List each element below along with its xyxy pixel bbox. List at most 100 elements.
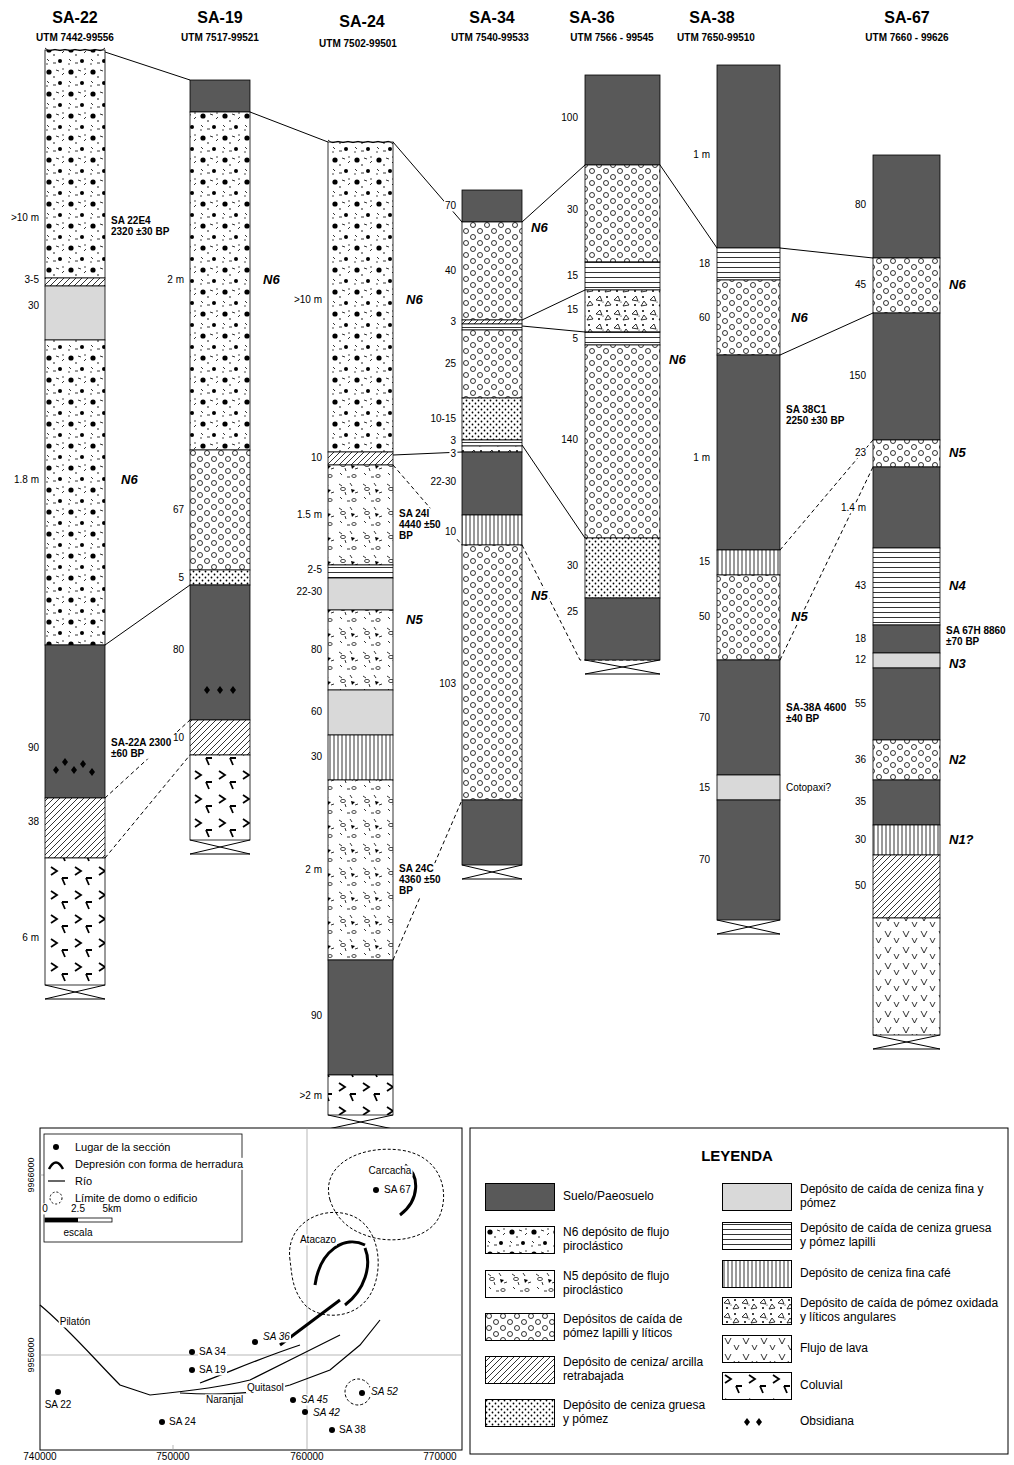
thickness-label: 1.5 m [296, 509, 323, 520]
legend-text: Depósito de caída de ceniza gruesa y póm… [800, 1222, 1000, 1250]
obsidian-mark [217, 686, 223, 694]
thickness-label: 40 [444, 265, 457, 276]
utm-coordinate: UTM 7540-99533 [450, 32, 530, 43]
legend-text: Depósito de ceniza/ arcilla retrabajada [563, 1356, 711, 1384]
section-base [45, 985, 105, 999]
obsidian-mark [53, 766, 59, 774]
thickness-label: 50 [854, 880, 867, 891]
pattern-fill [723, 1373, 792, 1400]
legend-swatch [722, 1335, 792, 1363]
obsidian-sample [722, 1408, 792, 1436]
layer [717, 800, 780, 920]
pattern-sample [722, 1260, 792, 1288]
thickness-label: 10-15 [429, 413, 457, 424]
open-top [328, 140, 393, 144]
layer [873, 740, 940, 780]
map-legend-text: Lugar de la sección [74, 1141, 171, 1153]
obsidian-mark [62, 758, 68, 766]
layer [462, 515, 522, 545]
utm-coordinate: UTM 7442-99556 [35, 32, 115, 43]
sample-age: SA 24I 4440 ±50 BP [398, 508, 448, 542]
unit-label: N5 [530, 589, 549, 604]
thickness-label: 90 [27, 742, 40, 753]
thickness-label: 2 m [166, 274, 185, 285]
layer [328, 565, 393, 578]
map-label: Pilatón [59, 1316, 92, 1327]
legend-text: N5 depósito de flujo piroclástico [563, 1270, 711, 1298]
layer [190, 720, 250, 755]
thickness-label: 25 [444, 358, 457, 369]
pattern-sample [722, 1335, 792, 1363]
layer [462, 190, 522, 222]
layer [585, 165, 660, 262]
layer [717, 280, 780, 355]
layer [585, 262, 660, 290]
thickness-label: 1.8 m [13, 474, 40, 485]
thickness-label: >10 m [10, 212, 40, 223]
unit-label: N5 [405, 613, 424, 628]
legend-text: Flujo de lava [800, 1342, 1000, 1356]
correlation-lines [105, 52, 873, 960]
obsidian-mark [230, 686, 236, 694]
thickness-label: 38 [27, 816, 40, 827]
thickness-label: 30 [27, 300, 40, 311]
thickness-label: 30 [310, 751, 323, 762]
legend-swatch [485, 1183, 555, 1211]
legend-swatch [485, 1356, 555, 1384]
map-label: 2.5 [70, 1203, 86, 1214]
thickness-label: 5 [571, 333, 579, 344]
utm-coordinate: UTM 7517-99521 [180, 32, 260, 43]
thickness-label: >2 m [298, 1090, 323, 1101]
legend-swatch [485, 1313, 555, 1341]
unit-label: N5 [790, 610, 809, 625]
pattern-sample [722, 1372, 792, 1400]
map-label: 770000 [422, 1451, 457, 1462]
thickness-label: 100 [560, 112, 579, 123]
layer [873, 440, 940, 467]
section-columns [45, 48, 940, 1129]
column-title: SA-67 [883, 9, 930, 27]
thickness-label: 70 [698, 712, 711, 723]
thickness-label: 10 [310, 452, 323, 463]
layer [873, 668, 940, 740]
thickness-label: 22-30 [429, 476, 457, 487]
layer [45, 278, 105, 286]
legend-swatch [722, 1260, 792, 1288]
legend-swatch [485, 1226, 555, 1254]
thickness-label: 60 [698, 312, 711, 323]
unit-label: N6 [668, 353, 687, 368]
unit-label: N1? [948, 833, 975, 848]
map-label: SA 19 [198, 1364, 227, 1375]
unit-label: N3 [948, 657, 967, 672]
pattern-fill [723, 1261, 792, 1288]
layer [462, 440, 522, 446]
column-title: SA-22 [51, 9, 98, 27]
axis-coordinate: 9966000 [26, 1156, 36, 1193]
thickness-label: 15 [566, 304, 579, 315]
thickness-label: 150 [848, 370, 867, 381]
legend-text: Obsidiana [800, 1415, 1000, 1429]
section-base [873, 1035, 940, 1049]
thickness-label: 25 [566, 606, 579, 617]
layer [328, 1075, 393, 1115]
thickness-label: 6 m [21, 932, 40, 943]
sample-age: SA-22A 2300 ±60 BP [110, 737, 174, 759]
map-label: 760000 [289, 1451, 324, 1462]
utm-coordinate: UTM 7566 - 99545 [569, 32, 654, 43]
pattern-sample [485, 1399, 555, 1427]
sample-age: SA-38A 4600 ±40 BP [785, 702, 849, 724]
layer [873, 825, 940, 855]
column-title: SA-19 [196, 9, 243, 27]
pattern-sample [722, 1297, 792, 1325]
layer [462, 446, 522, 452]
map-label: escala [63, 1227, 94, 1238]
unit-label: N5 [948, 446, 967, 461]
column-title: SA-38 [688, 9, 735, 27]
layer [873, 625, 940, 653]
legend-frame [470, 1128, 1008, 1454]
legend-swatch [722, 1408, 792, 1436]
layer [585, 538, 660, 598]
thickness-label: >10 m [293, 294, 323, 305]
unit-label: N6 [530, 221, 549, 236]
layer [45, 645, 105, 798]
